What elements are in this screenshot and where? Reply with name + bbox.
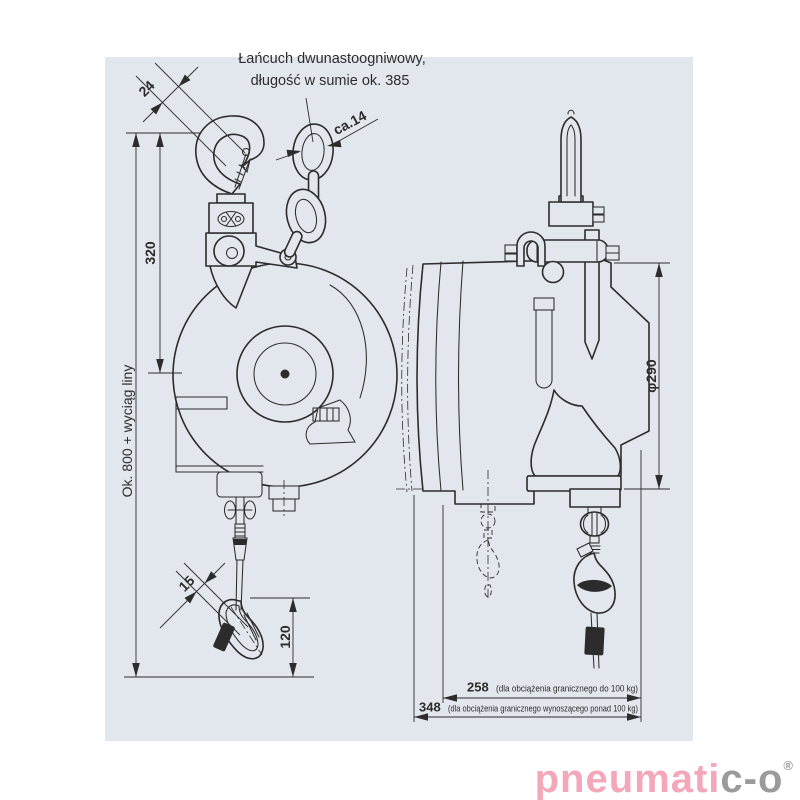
- side-hook: [548, 109, 605, 227]
- drum-hub-ring: [253, 342, 317, 406]
- chain-note-line1: Łańcuch dwunastoogniwowy,: [238, 51, 426, 67]
- bracket-pin: [213, 235, 245, 267]
- dim-348-note: (dla obciążenia granicznego wynoszącego …: [448, 704, 638, 714]
- dim-24-label: 24: [135, 77, 157, 99]
- hook-sleeve: [213, 622, 235, 652]
- top-hook: [195, 115, 265, 195]
- snap-hook: [218, 598, 264, 660]
- bottom-outlet: [268, 480, 300, 516]
- dimensions: [124, 62, 670, 722]
- dim-ca14-label: ca.14: [330, 107, 369, 138]
- bracket-fin: [209, 261, 255, 309]
- chain: [283, 123, 334, 258]
- side-swivel-hook: [569, 488, 621, 669]
- logo-text-pink: pneumati: [534, 757, 721, 800]
- chain-note-line2: długość w sumie ok. 385: [251, 73, 410, 89]
- dim-320-label: 320: [142, 241, 158, 265]
- registered-mark: ®: [783, 758, 793, 773]
- dim-348-value: 348: [419, 700, 441, 715]
- side-view: [396, 109, 650, 669]
- housing-block: [175, 396, 264, 498]
- dim-800-label: Ok. 800 + wyciąg liny: [119, 365, 135, 498]
- drum-inner-ring: [236, 325, 334, 423]
- phantom-hook-option: [476, 470, 500, 598]
- rope-assembly: [213, 496, 264, 660]
- dim-15-label: 15: [175, 572, 197, 594]
- dim-258-value: 258: [467, 680, 489, 695]
- front-view: [172, 115, 398, 660]
- suspension-pin: [504, 231, 620, 284]
- keyhole-slot: [533, 297, 555, 389]
- brand-logo: pneumatic-o®: [535, 759, 793, 799]
- drum-axis-dot: [280, 369, 290, 379]
- hook-mount: [208, 193, 254, 234]
- dim-120-label: 120: [277, 625, 293, 649]
- rope-guide-bell: [530, 389, 622, 477]
- logo-text-gray: c-o: [720, 757, 784, 800]
- dim-290-label: φ290: [643, 359, 659, 393]
- dim-258-note: (dla obciążenia granicznego do 100 kg): [496, 684, 638, 694]
- labels: Łańcuch dwunastoogniwowy, długość w sumi…: [119, 51, 659, 715]
- ratchet-cowl: [305, 284, 367, 445]
